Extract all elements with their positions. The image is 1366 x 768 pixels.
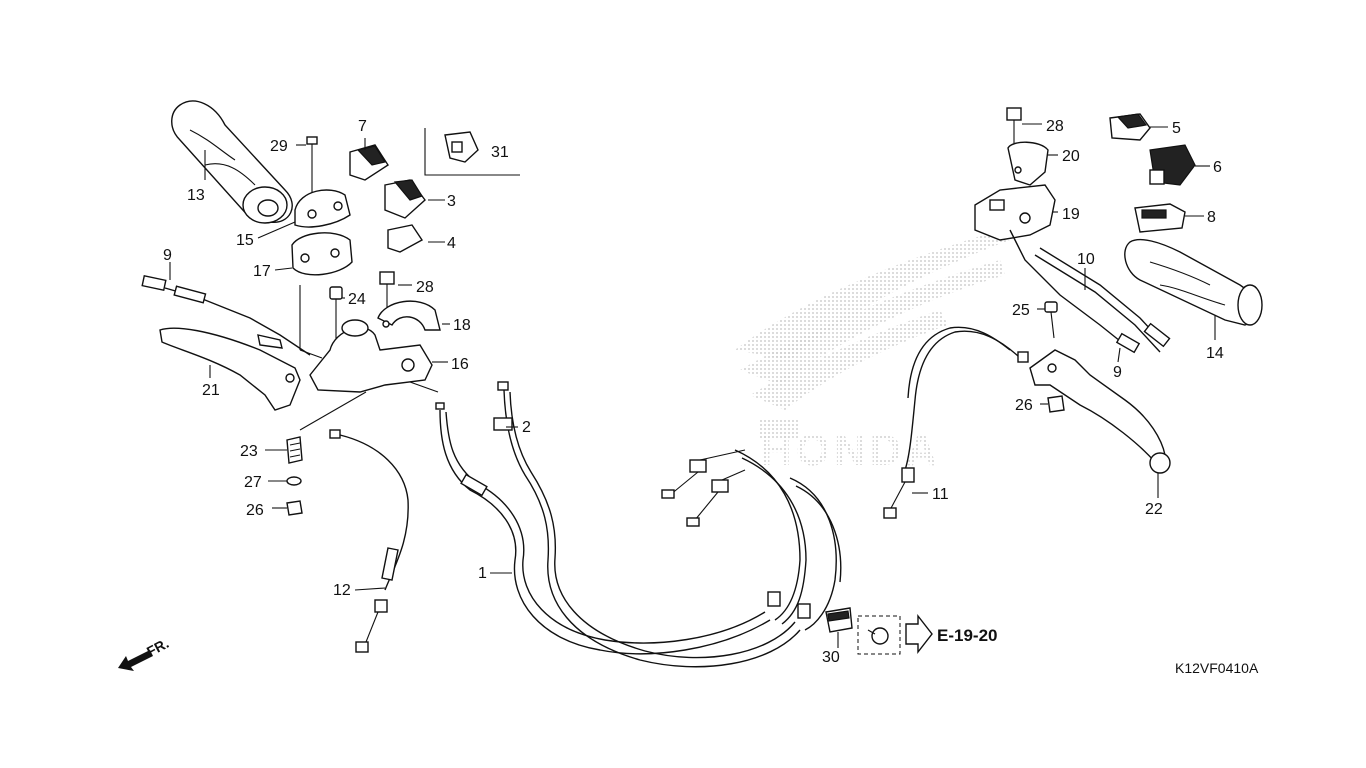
switch-6 xyxy=(1149,144,1196,186)
lever-21 xyxy=(159,327,301,411)
bolt-24 xyxy=(329,286,343,340)
callout-13: 13 xyxy=(187,187,205,204)
callout-10: 10 xyxy=(1077,251,1095,268)
bolt-28-right xyxy=(1006,107,1022,145)
callout-22: 22 xyxy=(1145,501,1163,518)
cross-reference-arrow xyxy=(905,613,933,655)
honda-watermark: HONDA xyxy=(735,230,1010,475)
callout-31: 31 xyxy=(491,144,509,161)
callout-12: 12 xyxy=(333,582,351,599)
watermark-text: HONDA xyxy=(760,426,941,475)
callout-4: 4 xyxy=(447,235,456,252)
callout-24: 24 xyxy=(348,291,366,308)
lever-22 xyxy=(1029,349,1171,474)
left-grip xyxy=(171,100,293,224)
switch-5 xyxy=(1109,113,1151,141)
callout-18: 18 xyxy=(453,317,471,334)
washer-27 xyxy=(286,476,302,486)
cross-reference-label: E-19-20 xyxy=(937,626,997,645)
pin-25 xyxy=(1044,301,1058,339)
callout-21: 21 xyxy=(202,382,220,399)
callout-5: 5 xyxy=(1172,120,1181,137)
callout-11: 11 xyxy=(932,486,949,503)
callout-6: 6 xyxy=(1213,159,1222,176)
switch-3 xyxy=(384,179,426,219)
nut-26-right xyxy=(1047,395,1065,413)
throttle-cable-1 xyxy=(435,402,771,655)
switch-wire-9-left xyxy=(141,274,311,356)
screw-29 xyxy=(296,136,318,200)
nut-26-left xyxy=(286,500,303,516)
bolt-inset xyxy=(857,615,901,655)
callout-23: 23 xyxy=(240,443,258,460)
callout-17: 17 xyxy=(253,263,271,280)
switch-7 xyxy=(349,144,389,181)
throttle-housing-upper xyxy=(294,189,351,228)
lever-bracket-16 xyxy=(309,319,433,393)
callout-7: 7 xyxy=(358,118,367,135)
callout-25: 25 xyxy=(1012,302,1030,319)
spring-23 xyxy=(286,436,303,464)
callout-9-right: 9 xyxy=(1113,364,1122,381)
cable-12 xyxy=(329,429,409,653)
callout-8: 8 xyxy=(1207,209,1216,226)
callout-26-right: 26 xyxy=(1015,397,1033,414)
clamp-18 xyxy=(377,300,441,331)
switch-housing-19 xyxy=(974,184,1056,241)
callout-19: 19 xyxy=(1062,206,1080,223)
callout-28-right: 28 xyxy=(1046,118,1064,135)
throttle-housing-lower xyxy=(291,232,353,276)
callout-3: 3 xyxy=(447,193,456,210)
callout-27: 27 xyxy=(244,474,262,491)
leader-lines-left xyxy=(169,138,450,591)
clip-30 xyxy=(825,607,853,648)
callout-9-left: 9 xyxy=(163,247,172,264)
callout-labels: 1 2 3 4 5 6 7 8 9 9 10 11 12 13 14 15 16… xyxy=(163,118,1224,666)
callout-26-left: 26 xyxy=(246,502,264,519)
callout-29: 29 xyxy=(270,138,288,155)
switch-8 xyxy=(1134,203,1186,233)
front-arrow-icon: FR. xyxy=(118,635,171,671)
callout-30: 30 xyxy=(822,649,840,666)
inset-box-31 xyxy=(424,128,520,176)
cable-bundle-right xyxy=(661,449,842,631)
callout-1: 1 xyxy=(478,565,487,582)
leader-lines-right xyxy=(490,123,1216,574)
callout-15: 15 xyxy=(236,232,254,249)
callout-2: 2 xyxy=(522,419,531,436)
callout-16: 16 xyxy=(451,356,469,373)
cable-11 xyxy=(883,326,1029,519)
right-grip xyxy=(1124,238,1263,326)
drawing-code: K12VF0410A xyxy=(1175,660,1259,676)
switch-wire-10 xyxy=(1009,229,1171,354)
callout-20: 20 xyxy=(1062,148,1080,165)
clamp-20 xyxy=(1007,141,1049,186)
switch-4 xyxy=(387,224,424,253)
callout-14: 14 xyxy=(1206,345,1224,362)
callout-28-left: 28 xyxy=(416,279,434,296)
